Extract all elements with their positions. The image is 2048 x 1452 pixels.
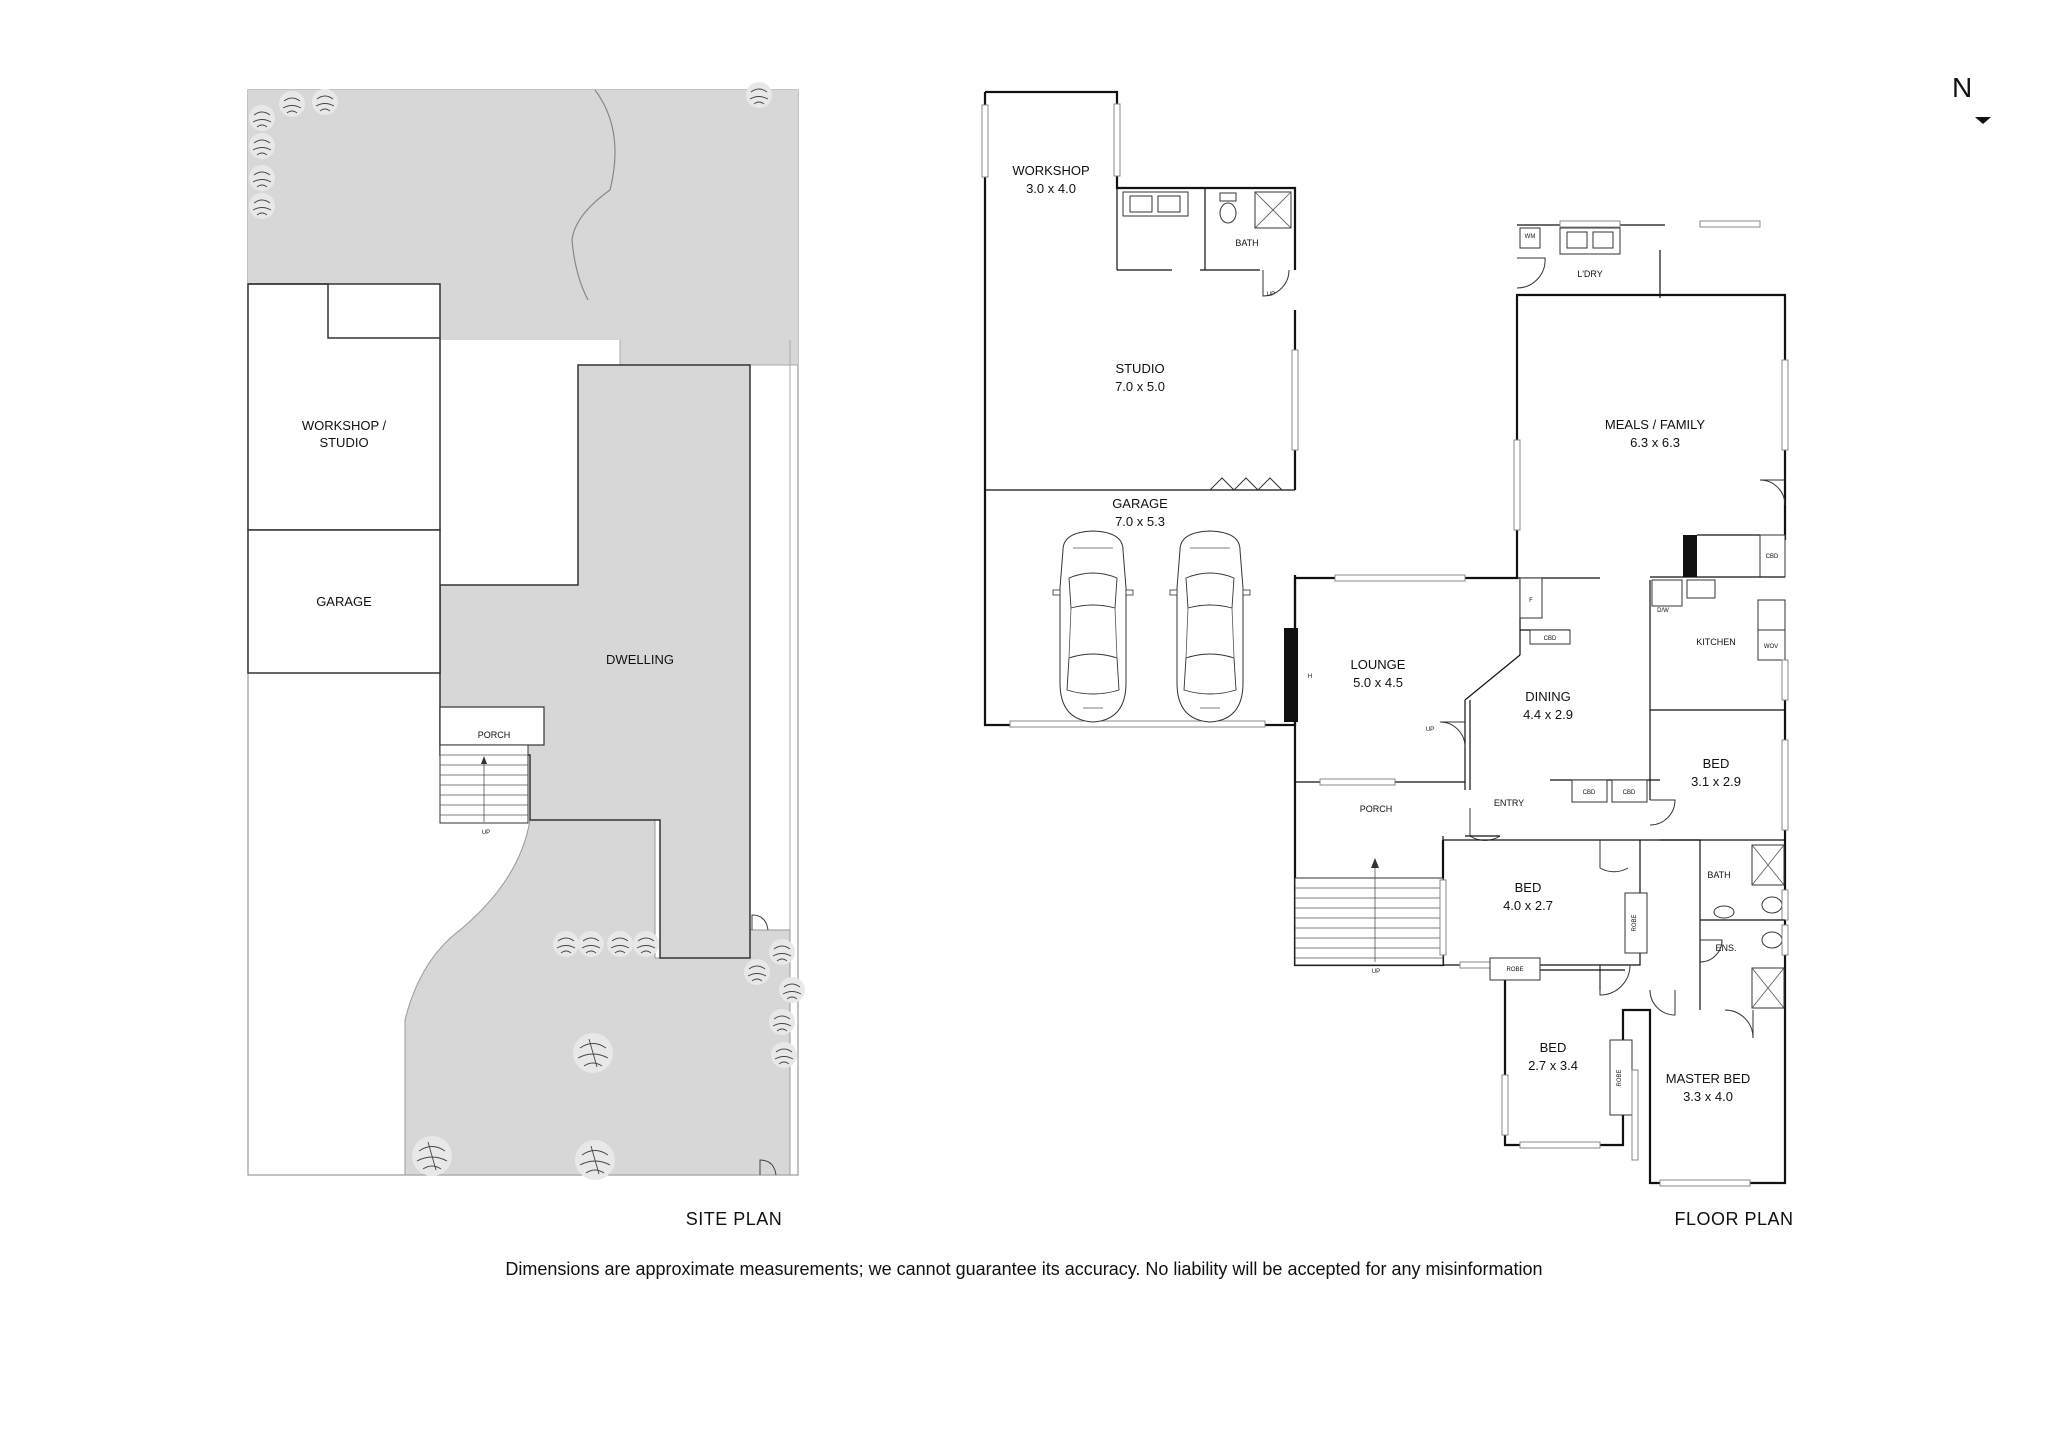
workshop-dims: 3.0 x 4.0 bbox=[1026, 181, 1076, 196]
site-plan-caption: SITE PLAN bbox=[686, 1209, 783, 1229]
cbd-hall-2-label: CBD bbox=[1623, 790, 1636, 796]
studio-bath-name: BATH bbox=[1235, 238, 1258, 248]
bed3-dims: 4.0 x 2.7 bbox=[1503, 898, 1553, 913]
lounge-dims: 5.0 x 4.5 bbox=[1353, 675, 1403, 690]
lounge-up-label: UP bbox=[1426, 727, 1434, 733]
bath-name: BATH bbox=[1707, 870, 1730, 880]
cbd-hall-1-label: CBD bbox=[1583, 790, 1596, 796]
porch-up-label: UP bbox=[1372, 969, 1380, 975]
cbd-dining-label: CBD bbox=[1544, 636, 1557, 642]
entry-name: ENTRY bbox=[1494, 798, 1524, 808]
site-porch bbox=[439, 706, 545, 746]
lounge-name: LOUNGE bbox=[1351, 657, 1406, 672]
site-up-label: UP bbox=[482, 830, 490, 836]
master-name: MASTER BED bbox=[1666, 1071, 1751, 1086]
studio-up-label: UP bbox=[1267, 292, 1275, 298]
meals-dims: 6.3 x 6.3 bbox=[1630, 435, 1680, 450]
site-workshop-label-1: WORKSHOP / bbox=[302, 418, 387, 433]
garage-name: GARAGE bbox=[1112, 496, 1168, 511]
north-label: N bbox=[1952, 72, 1973, 103]
cbd-meals-label: CBD bbox=[1766, 554, 1779, 560]
bed4-dims: 2.7 x 3.4 bbox=[1528, 1058, 1578, 1073]
meals-name: MEALS / FAMILY bbox=[1605, 417, 1706, 432]
north-arrow-icon bbox=[1975, 117, 1991, 124]
site-workshop-label-2: STUDIO bbox=[319, 435, 368, 450]
robe-bed3-label: ROBE bbox=[1506, 967, 1523, 973]
master-dims: 3.3 x 4.0 bbox=[1683, 1089, 1733, 1104]
site-garage bbox=[247, 529, 441, 674]
dwelling-footprint bbox=[439, 364, 751, 959]
workshop-name: WORKSHOP bbox=[1012, 163, 1089, 178]
ens-name: ENS. bbox=[1715, 943, 1736, 953]
bed4-name: BED bbox=[1540, 1040, 1567, 1055]
site-garage-label: GARAGE bbox=[316, 594, 372, 609]
floor-plan: UP WORKSHOP 3.0 x 4.0 BATH STUDIO 7.0 x … bbox=[981, 90, 1793, 1229]
site-plan: WORKSHOP / STUDIO GARAGE DWELLING PORCH … bbox=[247, 81, 806, 1229]
heater-label: H bbox=[1308, 674, 1312, 680]
wov-label: WOV bbox=[1764, 644, 1778, 650]
bed2-dims: 3.1 x 2.9 bbox=[1691, 774, 1741, 789]
studio-dims: 7.0 x 5.0 bbox=[1115, 379, 1165, 394]
disclaimer: Dimensions are approximate measurements;… bbox=[505, 1259, 1543, 1279]
bed3-name: BED bbox=[1515, 880, 1542, 895]
porch-name: PORCH bbox=[1360, 804, 1393, 814]
robe-bed4-label: ROBE bbox=[1617, 1069, 1623, 1086]
studio-name: STUDIO bbox=[1115, 361, 1164, 376]
wm-label: WM bbox=[1525, 234, 1536, 240]
bed2-name: BED bbox=[1703, 756, 1730, 771]
garage-dims: 7.0 x 5.3 bbox=[1115, 514, 1165, 529]
dining-name: DINING bbox=[1525, 689, 1571, 704]
site-workshop bbox=[247, 283, 441, 531]
site-dwelling-label: DWELLING bbox=[606, 652, 674, 667]
kitchen-name: KITCHEN bbox=[1696, 637, 1736, 647]
site-porch-label: PORCH bbox=[478, 730, 511, 740]
dining-dims: 4.4 x 2.9 bbox=[1523, 707, 1573, 722]
front-garden bbox=[404, 819, 791, 1176]
robe-bed3-side-label: ROBE bbox=[1632, 914, 1638, 931]
fridge-label: F bbox=[1529, 598, 1533, 604]
dw-label: D/W bbox=[1657, 608, 1669, 614]
laundry-name: L'DRY bbox=[1577, 269, 1603, 279]
floor-plan-caption: FLOOR PLAN bbox=[1674, 1209, 1793, 1229]
